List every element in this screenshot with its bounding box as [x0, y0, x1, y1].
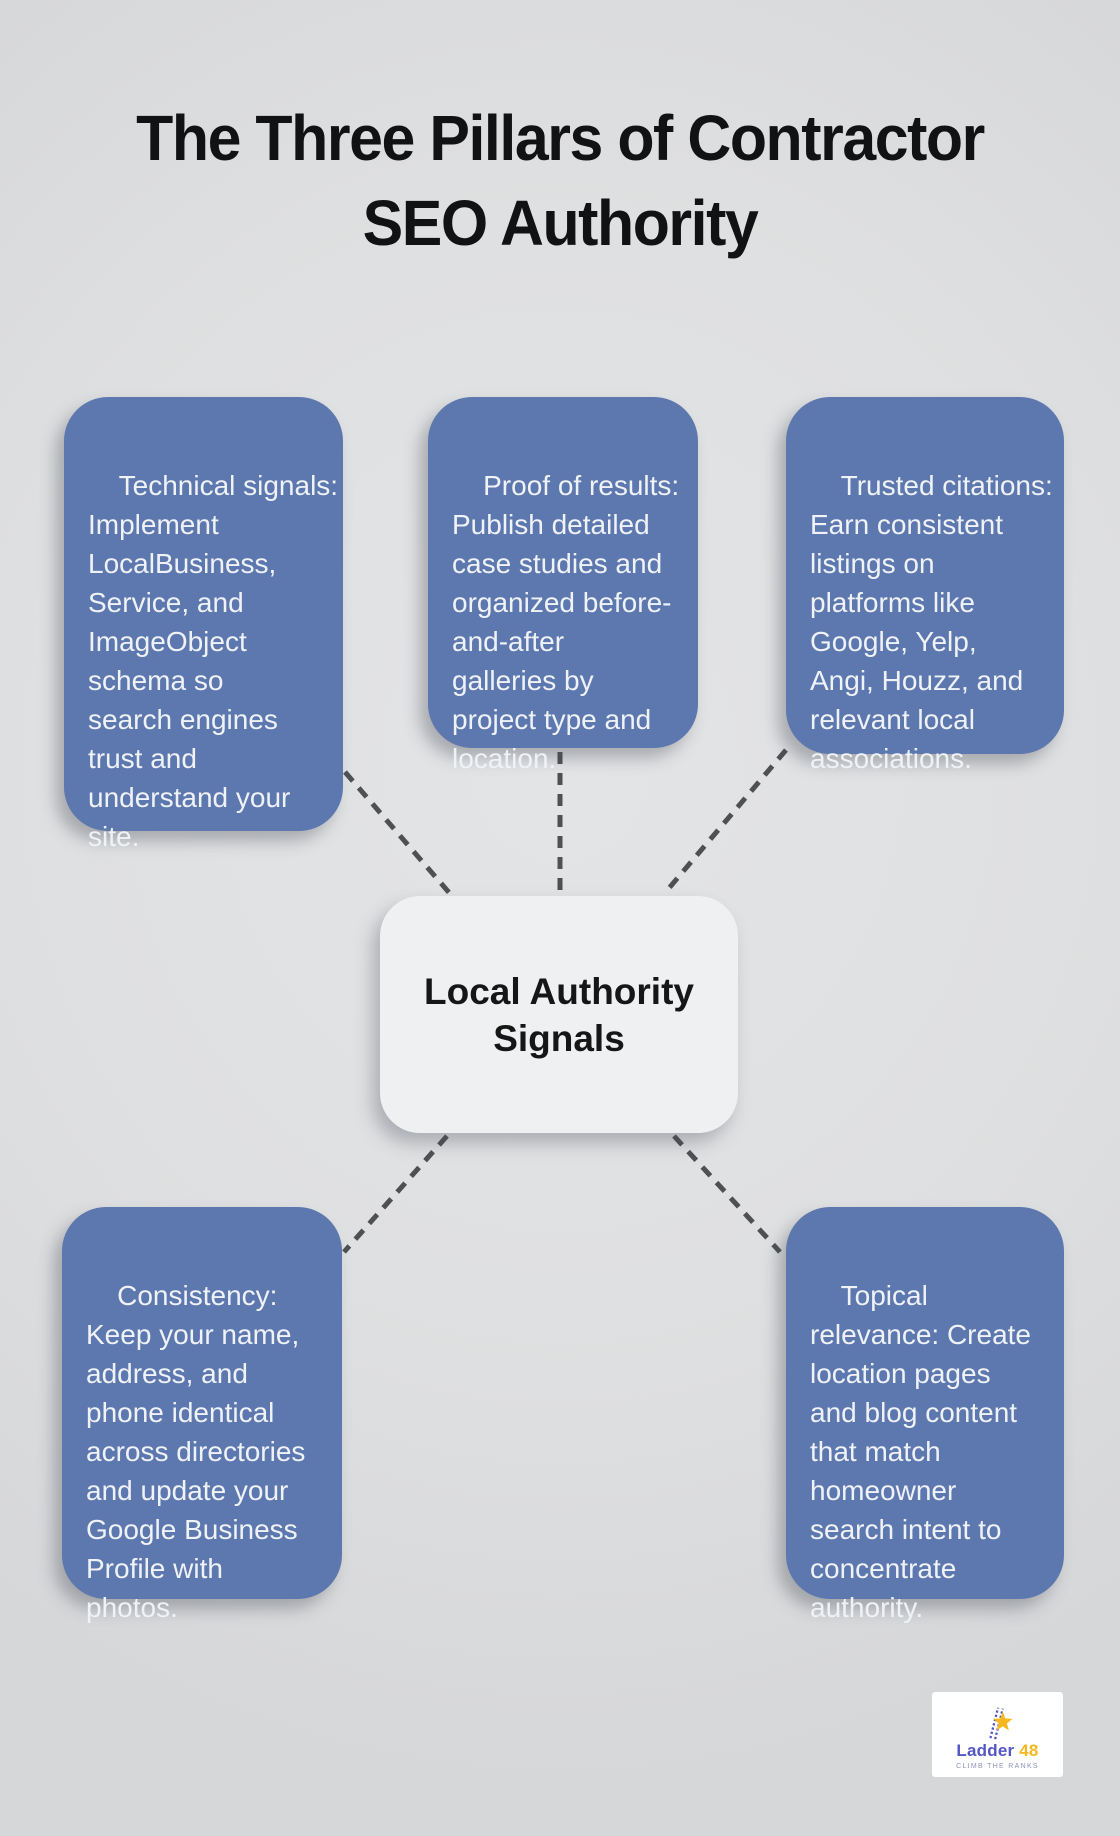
connector-center-to-topical: [672, 1134, 782, 1254]
node-trusted-citations: Trusted citations: Earn consistent listi…: [786, 397, 1064, 774]
page-title: The Three Pillars of Contractor SEO Auth…: [136, 102, 985, 259]
node-consistency: Consistency: Keep your name, address, an…: [62, 1207, 342, 1623]
connector-technical-to-center: [343, 770, 454, 898]
logo-brand-number: 48: [1019, 1740, 1039, 1760]
ladder-star-icon: [988, 1706, 1013, 1739]
connector-citations-to-center: [662, 748, 788, 896]
node-technical-signals-text: Technical signals: Implement LocalBusine…: [88, 470, 339, 852]
node-proof-of-results: Proof of results: Publish detailed case …: [428, 397, 698, 774]
node-topical-relevance-text: Topical relevance: Create location pages…: [810, 1280, 1032, 1623]
node-technical-signals: Technical signals: Implement LocalBusine…: [64, 397, 343, 852]
logo-card: Ladder 48 CLIMB THE RANKS: [932, 1692, 1063, 1777]
connector-center-to-consistency: [342, 1134, 449, 1254]
node-local-authority-signals-label: Local Authority Signals: [424, 970, 694, 1059]
logo-wordmark: Ladder 48: [956, 1741, 1038, 1760]
logo-tagline: CLIMB THE RANKS: [956, 1762, 1039, 1770]
node-topical-relevance: Topical relevance: Create location pages…: [786, 1207, 1064, 1623]
node-local-authority-signals: Local Authority Signals: [380, 896, 738, 1133]
node-proof-of-results-text: Proof of results: Publish detailed case …: [452, 470, 680, 774]
node-trusted-citations-text: Trusted citations: Earn consistent listi…: [810, 470, 1053, 774]
node-consistency-text: Consistency: Keep your name, address, an…: [86, 1280, 306, 1623]
logo-brand-name: Ladder: [956, 1740, 1015, 1760]
